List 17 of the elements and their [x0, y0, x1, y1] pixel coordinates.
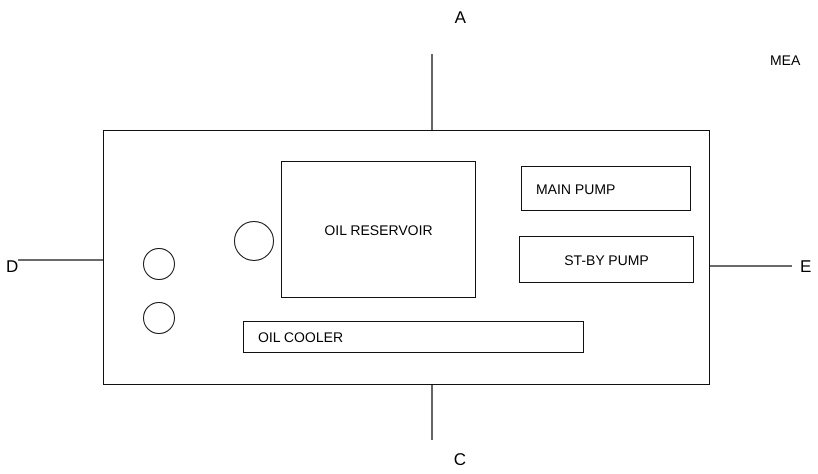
- point-label: E: [800, 255, 818, 279]
- component-box: ST-BY PUMP: [519, 236, 694, 283]
- connector-line: [431, 54, 433, 130]
- connector-line: [710, 265, 792, 267]
- component-box: OIL COOLER: [243, 321, 584, 353]
- point-label: C: [420, 448, 466, 472]
- heading-text: MEA: [770, 52, 800, 68]
- component-box: [103, 130, 710, 385]
- connector-line: [18, 259, 103, 261]
- component-box: OIL RESERVOIR: [281, 161, 476, 298]
- point-label: A: [420, 6, 466, 30]
- point-label: D: [6, 255, 36, 279]
- gauge-circle: [143, 302, 175, 334]
- component-box: MAIN PUMP: [521, 166, 691, 211]
- connector-line: [431, 385, 433, 440]
- gauge-circle: [234, 221, 274, 261]
- gauge-circle: [143, 248, 175, 280]
